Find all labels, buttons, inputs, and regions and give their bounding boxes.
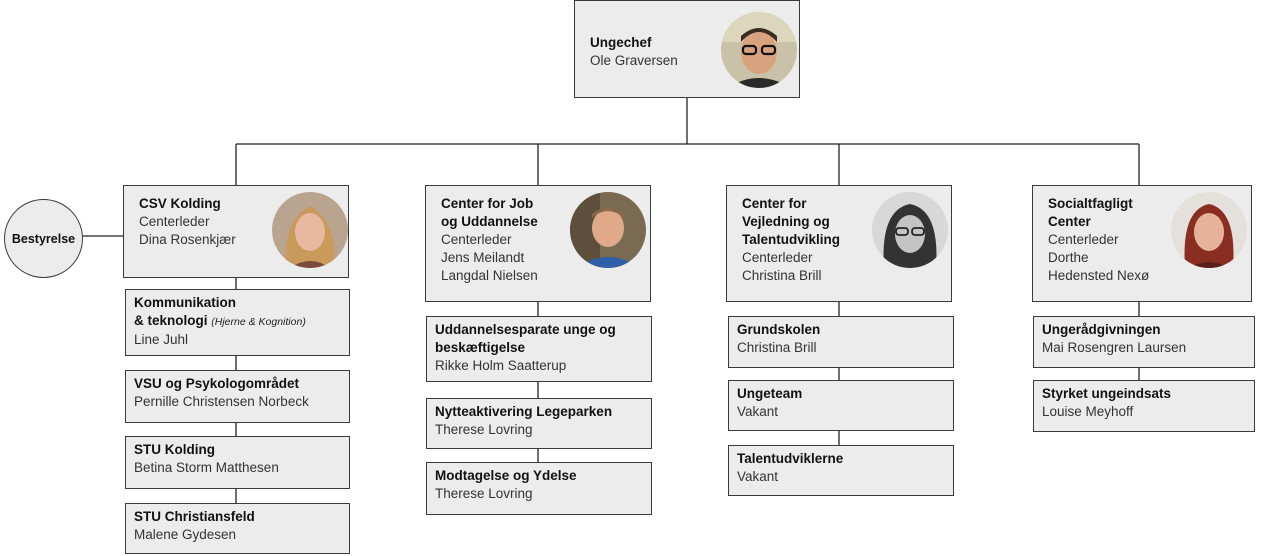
unit-nytteaktivering-legeparken: Nytteaktivering Legeparken Therese Lovri… [426,398,652,449]
center-title: CSV Kolding [139,196,221,211]
bestyrelse-node: Bestyrelse [4,199,83,278]
unit-title: & teknologi [134,313,208,328]
unit-title: Modtagelse og Ydelse [435,468,577,483]
ungechef-name: Ole Graversen [590,53,678,68]
unit-uddannelsesparate-unge: Uddannelsesparate unge og beskæftigelse … [426,316,652,382]
center-leader-name: Dina Rosenkjær [139,232,236,247]
unit-lead-name: Vakant [737,404,779,419]
unit-note: (Hjerne & Kognition) [211,316,306,328]
center-role: Centerleder [139,214,210,229]
unit-lead-name: Rikke Holm Saatterup [435,358,567,373]
unit-lead-name: Betina Storm Matthesen [134,460,279,475]
unit-title: Styrket ungeindsats [1042,386,1172,401]
unit-title: Talentudviklerne [737,451,844,466]
unit-title: Uddannelsesparate unge og [435,322,616,337]
portrait-photo-ungechef [721,12,797,88]
unit-stu-christiansfeld: STU Christiansfeld Malene Gydesen [125,503,350,554]
unit-stu-kolding: STU Kolding Betina Storm Matthesen [125,436,350,489]
portrait-photo-center-leader [1171,192,1247,268]
unit-lead-name: Line Juhl [134,332,189,347]
center-leader-name: Jens Meilandt [441,250,525,265]
center-role: Centerleder [742,250,813,265]
center-role: Centerleder [1048,232,1119,247]
unit-title: STU Kolding [134,442,215,457]
unit-styrket-ungeindsats: Styrket ungeindsats Louise Meyhoff [1033,380,1255,432]
bestyrelse-label: Bestyrelse [11,231,76,246]
center-title: Talentudvikling [742,232,841,247]
center-csv-kolding: CSV Kolding Centerleder Dina Rosenkjær [123,185,349,278]
unit-title: Nytteaktivering Legeparken [435,404,613,419]
unit-lead-name: Christina Brill [737,340,817,355]
center-job-og-uddannelse: Center for Job og Uddannelse Centerleder… [425,185,651,302]
unit-lead-name: Mai Rosengren Laursen [1042,340,1187,355]
unit-title: beskæftigelse [435,340,526,355]
unit-kommunikation-teknologi: Kommunikation & teknologi (Hjerne & Kogn… [125,289,350,356]
ungechef-title: Ungechef [590,35,652,50]
center-title: og Uddannelse [441,214,538,229]
unit-lead-name: Therese Lovring [435,486,533,501]
center-leader-name: Hedensted Nexø [1048,268,1150,283]
portrait-photo-center-leader [872,192,948,268]
portrait-photo-center-leader [272,192,348,268]
center-leader-name: Christina Brill [742,268,822,283]
unit-title: Kommunikation [134,295,237,310]
center-title: Center for [742,196,807,211]
unit-lead-name: Vakant [737,469,779,484]
unit-title: Ungeteam [737,386,803,401]
unit-lead-name: Therese Lovring [435,422,533,437]
ungechef-box: Ungechef Ole Graversen [574,0,800,98]
center-title: Vejledning og [742,214,830,229]
center-title: Socialtfagligt [1048,196,1133,211]
unit-lead-name: Malene Gydesen [134,527,237,542]
unit-vsu-psykologomraadet: VSU og Psykologområdet Pernille Christen… [125,370,350,423]
unit-title: VSU og Psykologområdet [134,376,300,391]
unit-grundskolen: Grundskolen Christina Brill [728,316,954,368]
center-title: Center [1048,214,1091,229]
portrait-photo-center-leader [570,192,646,268]
unit-title: Ungerådgivningen [1042,322,1161,337]
center-title: Center for Job [441,196,534,211]
unit-lead-name: Louise Meyhoff [1042,404,1134,419]
unit-lead-name: Pernille Christensen Norbeck [134,394,309,409]
center-leader-name: Langdal Nielsen [441,268,538,283]
unit-ungeteam: Ungeteam Vakant [728,380,954,431]
center-role: Centerleder [441,232,512,247]
unit-title: STU Christiansfeld [134,509,255,524]
unit-modtagelse-og-ydelse: Modtagelse og Ydelse Therese Lovring [426,462,652,515]
unit-title: Grundskolen [737,322,821,337]
center-leader-name: Dorthe [1048,250,1089,265]
unit-talentudviklerne: Talentudviklerne Vakant [728,445,954,496]
unit-ungeraadgivningen: Ungerådgivningen Mai Rosengren Laursen [1033,316,1255,368]
center-socialtfagligt: Socialtfagligt Center Centerleder Dorthe… [1032,185,1252,302]
center-vejledning-og-talentudvikling: Center for Vejledning og Talentudvikling… [726,185,952,302]
